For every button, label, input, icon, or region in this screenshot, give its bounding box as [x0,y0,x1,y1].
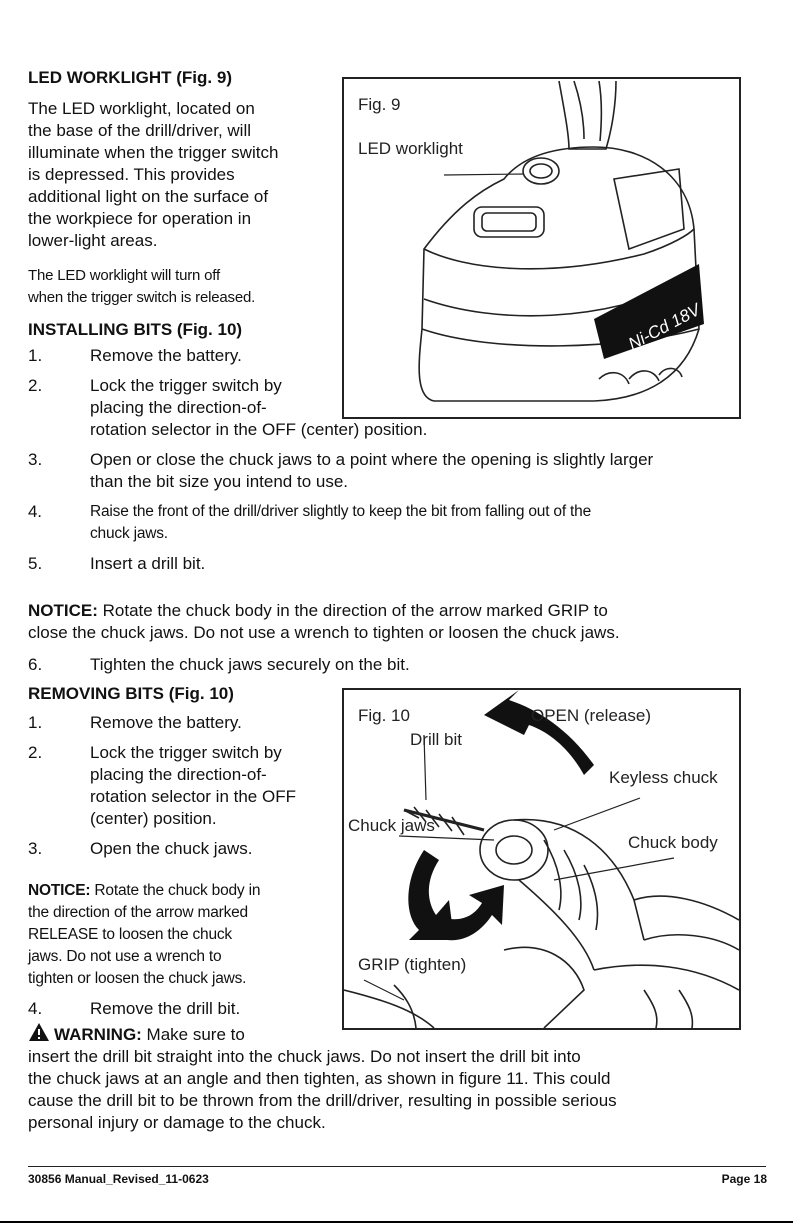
warning-text: Make sure to [141,1025,245,1044]
list-item: 2. Lock the trigger switch by placing th… [28,375,748,441]
step-text: Insert a drill bit. [90,554,206,573]
bottom-border [0,1221,793,1223]
step-number: 2. [28,376,43,395]
step-text: Remove the battery. [90,713,242,732]
step-number: 2. [28,743,43,762]
leader-line [443,173,525,176]
text-line: when the trigger switch is released. [28,289,256,306]
led-worklight-paragraph: The LED worklight, located on the base o… [28,98,343,252]
notice-label: NOTICE: [28,601,98,620]
step-text: (center) position. [90,809,217,828]
step-number: 1. [28,713,43,732]
figure-10-title: Fig. 10 [358,706,410,725]
removing-steps: 1. Remove the battery. 2. Lock the trigg… [28,712,338,860]
warning-block: WARNING: Make sure to insert the drill b… [28,1022,773,1134]
list-item: 1. Remove the battery. [28,345,748,367]
step-text: rotation selector in the OFF (center) po… [90,420,428,439]
step-text: Lock the trigger switch by [90,376,282,395]
list-item: 6. Tighten the chuck jaws securely on th… [28,654,748,676]
step-text: Remove the drill bit. [90,999,241,1018]
footer-rule [28,1166,766,1167]
installing-bits-heading: INSTALLING BITS (Fig. 10) [28,320,243,339]
led-worklight-note: The LED worklight will turn off when the… [28,265,343,309]
removing-step-4: 4. Remove the drill bit. [28,998,338,1020]
step-text: Raise the front of the drill/driver slig… [90,503,591,520]
drill-base-illustration: Ni-Cd 18V [418,80,705,402]
drill-bit-label: Drill bit [410,730,462,749]
installing-step-6: 6. Tighten the chuck jaws securely on th… [28,654,748,676]
list-item: 4. Raise the front of the drill/driver s… [28,501,748,545]
leader-line [423,734,427,801]
notice-label: NOTICE: [28,882,91,899]
leader-line [553,857,675,881]
text-line: lower-light areas. [28,231,158,250]
led-worklight-label: LED worklight [358,139,463,158]
notice-text: the direction of the arrow marked [28,904,248,921]
drill-chuck-illustration [344,690,739,1028]
leader-line [553,797,641,831]
step-text: chuck jaws. [90,525,168,542]
notice-text: jaws. Do not use a wrench to [28,948,222,965]
text-line: illuminate when the trigger switch [28,143,279,162]
warning-text: insert the drill bit straight into the c… [28,1047,581,1066]
list-item: 4. Remove the drill bit. [28,998,338,1020]
step-text: Remove the battery. [90,346,242,365]
figure-9: Ni-Cd 18V Fig. 9 LED worklight [342,77,741,419]
text-line: The LED worklight, located on [28,99,255,118]
warning-text: personal injury or damage to the chuck. [28,1113,326,1132]
text-line: additional light on the surface of [28,187,269,206]
led-worklight-heading: LED WORKLIGHT (Fig. 9) [28,68,232,87]
installing-notice: NOTICE: Rotate the chuck body in the dir… [28,600,768,644]
step-text: rotation selector in the OFF [90,787,296,806]
removing-bits-heading: REMOVING BITS (Fig. 10) [28,684,234,703]
figure-10: Fig. 10 OPEN (release) Drill bit Keyless… [342,688,741,1030]
leader-line [363,979,405,1001]
list-item: 5. Insert a drill bit. [28,553,748,575]
text-line: is depressed. This provides [28,165,235,184]
warning-label: WARNING: [54,1025,142,1044]
figure-9-title: Fig. 9 [358,95,401,114]
keyless-chuck-label: Keyless chuck [609,768,718,787]
text-line: the workpiece for operation in [28,209,252,228]
step-text: than the bit size you intend to use. [90,472,349,491]
removing-notice: NOTICE: Rotate the chuck body in the dir… [28,880,343,990]
warning-text: the chuck jaws at an angle and then tigh… [28,1069,611,1088]
step-text: placing the direction-of- [90,765,267,784]
chuck-body-label: Chuck body [628,833,718,852]
step-number: 5. [28,554,43,573]
step-text: placing the direction-of- [90,398,267,417]
warning-triangle-icon [29,1023,49,1041]
list-item: 3. Open or close the chuck jaws to a poi… [28,449,748,493]
text-line: The LED worklight will turn off [28,267,220,284]
step-number: 3. [28,450,43,469]
notice-text: Rotate the chuck body in the direction o… [97,601,608,620]
footer-doc-id: 30856 Manual_Revised_11-0623 [28,1172,209,1186]
step-number: 1. [28,346,43,365]
warning-text: cause the drill bit to be thrown from th… [28,1091,617,1110]
installing-steps: 1. Remove the battery. 2. Lock the trigg… [28,345,748,575]
page-number: Page 18 [721,1172,767,1186]
step-text: Open the chuck jaws. [90,839,253,858]
notice-text: tighten or loosen the chuck jaws. [28,970,247,987]
step-number: 6. [28,655,43,674]
text-line: the base of the drill/driver, will [28,121,251,140]
grip-tighten-label: GRIP (tighten) [358,955,467,974]
step-number: 3. [28,839,43,858]
open-release-label: OPEN (release) [531,706,651,725]
notice-text: close the chuck jaws. Do not use a wrenc… [28,623,620,642]
step-text: Open or close the chuck jaws to a point … [90,450,654,469]
step-number: 4. [28,999,43,1018]
chuck-jaws-label: Chuck jaws [348,816,435,835]
step-number: 4. [28,502,42,521]
step-text: Lock the trigger switch by [90,743,282,762]
list-item: 1. Remove the battery. [28,712,338,734]
list-item: 2. Lock the trigger switch by placing th… [28,742,338,830]
notice-text: RELEASE to loosen the chuck [28,926,232,943]
notice-text: Rotate the chuck body in [90,882,261,899]
step-text: Tighten the chuck jaws securely on the b… [90,655,410,674]
list-item: 3. Open the chuck jaws. [28,838,338,860]
leader-line [398,835,495,841]
